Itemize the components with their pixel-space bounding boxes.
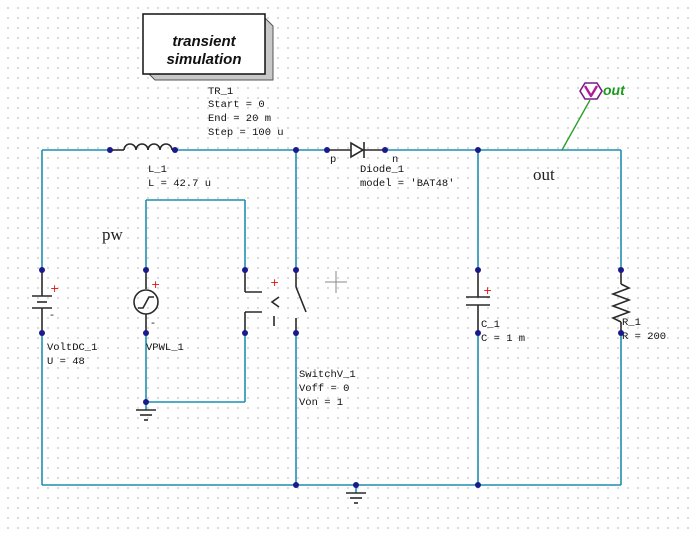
transient-sim-step: Step = 100 u xyxy=(208,127,284,139)
inductor-l1[interactable] xyxy=(110,143,175,151)
probe-label: out xyxy=(603,82,626,98)
simulation-block[interactable]: transient simulation xyxy=(142,13,274,81)
diode-pin-p: p xyxy=(330,154,336,166)
svg-text:-: - xyxy=(50,308,54,321)
transient-sim-start: Start = 0 xyxy=(208,99,265,111)
svg-text:+: + xyxy=(151,278,160,291)
capacitor-c1[interactable]: + xyxy=(466,270,492,333)
transient-sim-name: TR_1 xyxy=(208,86,233,98)
svg-text:+: + xyxy=(270,276,279,289)
switch-voff: Voff = 0 xyxy=(299,383,349,395)
inductor-name: L_1 xyxy=(148,164,167,176)
crosshair-cursor-icon xyxy=(325,271,347,293)
simulation-title-line1: transient xyxy=(172,33,236,50)
wires xyxy=(41,149,622,493)
transient-sim-end: End = 20 m xyxy=(208,113,271,125)
svg-text:+: + xyxy=(50,282,59,295)
switch-name: SwitchV_1 xyxy=(299,369,356,381)
diode-pin-n: n xyxy=(392,154,398,166)
capacitor-name: C_1 xyxy=(481,319,500,331)
svg-text:-: - xyxy=(151,316,155,329)
voltage-controlled-switch[interactable]: + xyxy=(244,270,307,333)
dc-source-name: VoltDC_1 xyxy=(47,342,97,354)
diode-model: model = 'BAT48' xyxy=(360,178,455,190)
capacitor-value: C = 1 m xyxy=(481,333,525,345)
inductor-value: L = 42.7 u xyxy=(148,178,211,190)
voltage-probe[interactable] xyxy=(579,82,603,100)
svg-text:+: + xyxy=(483,284,492,297)
probe-lead xyxy=(561,99,591,151)
net-label-out: out xyxy=(533,165,555,184)
pwl-voltage-source[interactable]: + - xyxy=(133,270,160,333)
dc-voltage-source[interactable]: + - xyxy=(32,270,59,333)
simulation-title-line2: simulation xyxy=(166,51,241,68)
pwl-source-name: VPWL_1 xyxy=(146,342,184,354)
net-label-pw: pw xyxy=(102,225,124,244)
ground-icon[interactable] xyxy=(346,492,366,504)
diode-1[interactable] xyxy=(327,141,385,159)
switch-von: Von = 1 xyxy=(299,397,343,409)
resistor-name: R_1 xyxy=(622,317,641,329)
diode-name: Diode_1 xyxy=(360,164,404,176)
wire-nodes xyxy=(39,147,624,488)
ground-icon[interactable] xyxy=(136,409,156,421)
dc-source-value: U = 48 xyxy=(47,356,85,368)
resistor-value: R = 200 xyxy=(622,331,666,343)
